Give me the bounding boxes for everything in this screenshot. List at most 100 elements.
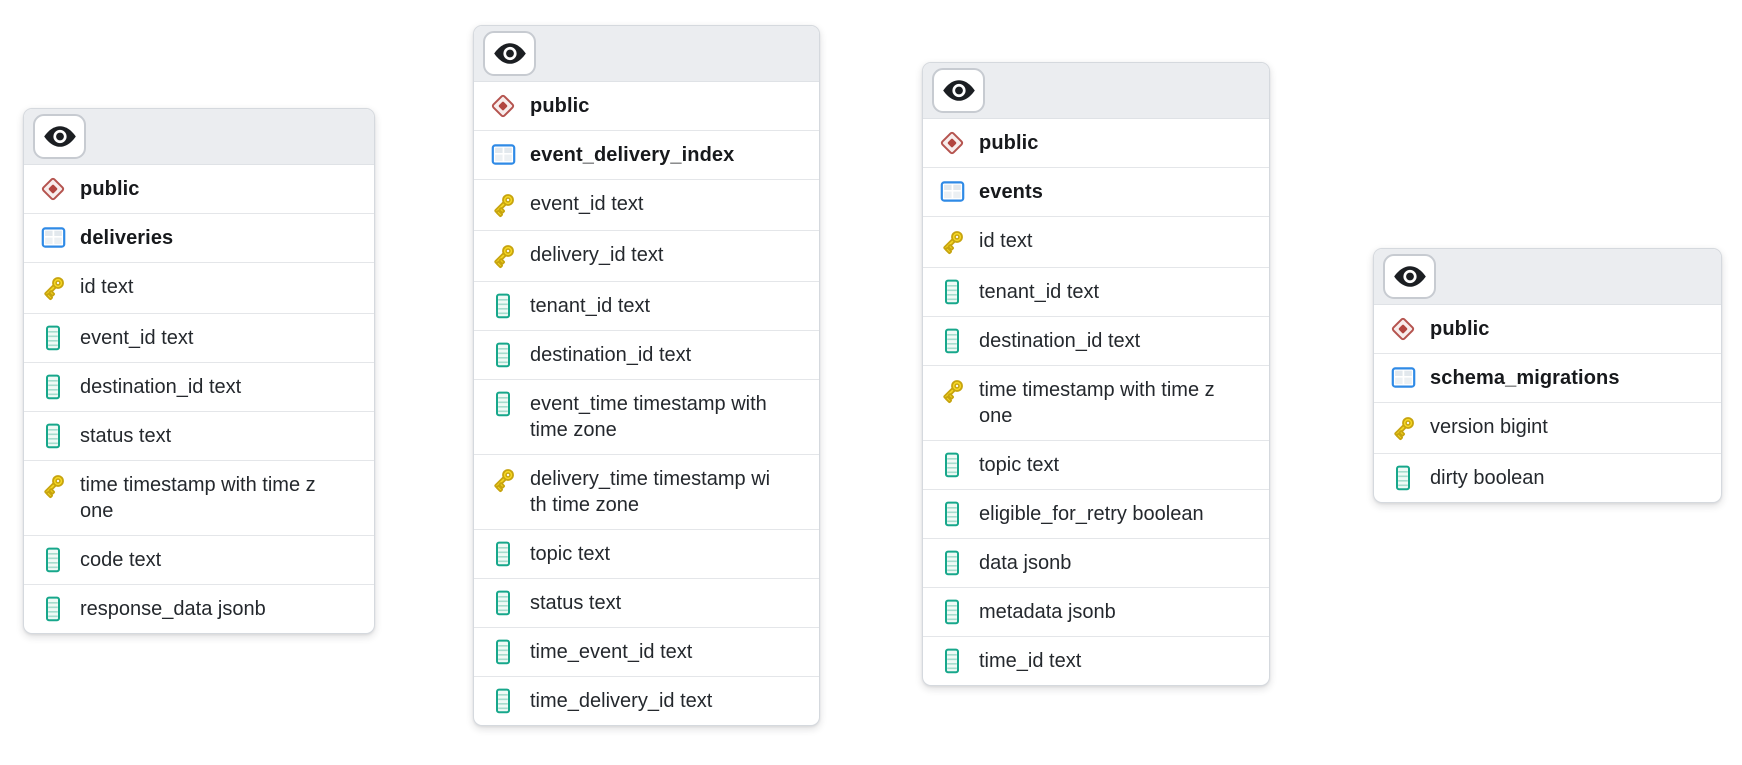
column-label: tenant_id text xyxy=(979,279,1099,305)
column-label: time timestamp with time zone xyxy=(979,377,1221,429)
table-card-events[interactable]: public events id text tenant_id text destina… xyxy=(922,62,1270,686)
column-row: time timestamp with time zone xyxy=(24,460,374,535)
primary-key-icon xyxy=(38,472,68,500)
column-row: delivery_time timestamp with time zone xyxy=(474,454,819,529)
column-icon xyxy=(38,547,68,573)
table-grid-icon xyxy=(38,225,68,250)
column-type: timestamp with time zone xyxy=(80,474,316,522)
toggle-visibility-button[interactable] xyxy=(483,31,536,76)
column-type: text xyxy=(1026,454,1060,476)
column-row: event_id text xyxy=(474,179,819,230)
schema-row: public xyxy=(1374,305,1721,353)
column-type: text xyxy=(161,327,194,349)
column-label: delivery_time timestamp with time zone xyxy=(530,466,772,518)
column-type: text xyxy=(101,276,134,298)
table-card-header xyxy=(24,109,374,165)
column-icon xyxy=(38,374,68,400)
primary-key-icon xyxy=(937,377,967,405)
column-name: topic xyxy=(530,543,573,565)
table-card-event_delivery_index[interactable]: public event_delivery_index event_id text d… xyxy=(473,25,820,726)
column-type: timestamp with time zone xyxy=(530,393,767,441)
column-label: destination_id text xyxy=(80,374,241,400)
column-row: eligible_for_retry boolean xyxy=(923,489,1269,538)
column-label: event_id text xyxy=(80,325,193,351)
toggle-visibility-button[interactable] xyxy=(932,68,985,113)
column-label: metadata jsonb xyxy=(979,599,1116,625)
column-type: boolean xyxy=(1473,467,1545,489)
toggle-visibility-button[interactable] xyxy=(33,114,86,159)
column-label: dirty boolean xyxy=(1430,465,1545,491)
column-label: event_id text xyxy=(530,191,643,217)
schema-row: public xyxy=(24,165,374,213)
column-icon xyxy=(488,391,518,417)
column-type: text xyxy=(1049,650,1082,672)
column-type: bigint xyxy=(1500,416,1548,438)
table-name-row: deliveries xyxy=(24,213,374,262)
primary-key-icon xyxy=(488,242,518,270)
column-row: event_time timestamp with time zone xyxy=(474,379,819,454)
column-type: text xyxy=(631,244,664,266)
column-label: destination_id text xyxy=(979,328,1140,354)
column-type: jsonb xyxy=(217,598,266,620)
column-name: time_id xyxy=(979,650,1044,672)
column-name: destination_id xyxy=(80,376,204,398)
column-icon xyxy=(488,590,518,616)
column-name: status xyxy=(80,425,134,447)
column-type: jsonb xyxy=(1023,552,1072,574)
table-card-header xyxy=(1374,249,1721,305)
column-icon xyxy=(937,328,967,354)
column-icon xyxy=(937,550,967,576)
column-name: eligible_for_retry xyxy=(979,503,1127,525)
column-label: time_event_id text xyxy=(530,639,692,665)
column-row: id text xyxy=(923,216,1269,267)
eye-icon xyxy=(43,126,76,147)
column-type: text xyxy=(128,549,162,571)
column-label: time timestamp with time zone xyxy=(80,472,322,524)
column-name: delivery_id xyxy=(530,244,626,266)
column-row: topic text xyxy=(923,440,1269,489)
column-row: status text xyxy=(474,578,819,627)
toggle-visibility-button[interactable] xyxy=(1383,254,1436,299)
column-type: text xyxy=(138,425,172,447)
column-label: eligible_for_retry boolean xyxy=(979,501,1204,527)
column-row: dirty boolean xyxy=(1374,453,1721,502)
column-name: version xyxy=(1430,416,1495,438)
schema-name: public xyxy=(1430,318,1490,340)
column-type: text xyxy=(577,543,611,565)
schema-row: public xyxy=(474,82,819,130)
column-icon xyxy=(38,596,68,622)
column-row: id text xyxy=(24,262,374,313)
eye-icon xyxy=(493,43,526,64)
column-name: time_delivery_id xyxy=(530,690,675,712)
table-name: schema_migrations xyxy=(1430,367,1620,389)
schema-diamond-icon xyxy=(1388,316,1418,342)
column-name: event_time xyxy=(530,393,628,415)
column-icon xyxy=(937,279,967,305)
schema-name: public xyxy=(979,132,1039,154)
column-icon xyxy=(937,501,967,527)
eye-icon xyxy=(1393,266,1426,287)
schema-name: public xyxy=(530,95,590,117)
column-label: destination_id text xyxy=(530,342,691,368)
column-label: topic text xyxy=(530,541,610,567)
column-name: status xyxy=(530,592,584,614)
column-row: destination_id text xyxy=(474,330,819,379)
column-type: text xyxy=(660,641,693,663)
schema-diamond-icon xyxy=(38,176,68,202)
column-type: text xyxy=(209,376,242,398)
column-type: text xyxy=(1108,330,1141,352)
schema-row: public xyxy=(923,119,1269,167)
primary-key-icon xyxy=(488,466,518,494)
column-row: version bigint xyxy=(1374,402,1721,453)
column-name: time_event_id xyxy=(530,641,655,663)
column-row: tenant_id text xyxy=(923,267,1269,316)
column-icon xyxy=(1388,465,1418,491)
eye-icon xyxy=(942,80,975,101)
column-type: text xyxy=(588,592,622,614)
table-name-row: event_delivery_index xyxy=(474,130,819,179)
column-label: time_delivery_id text xyxy=(530,688,712,714)
primary-key-icon xyxy=(937,228,967,256)
table-name: events xyxy=(979,181,1043,203)
